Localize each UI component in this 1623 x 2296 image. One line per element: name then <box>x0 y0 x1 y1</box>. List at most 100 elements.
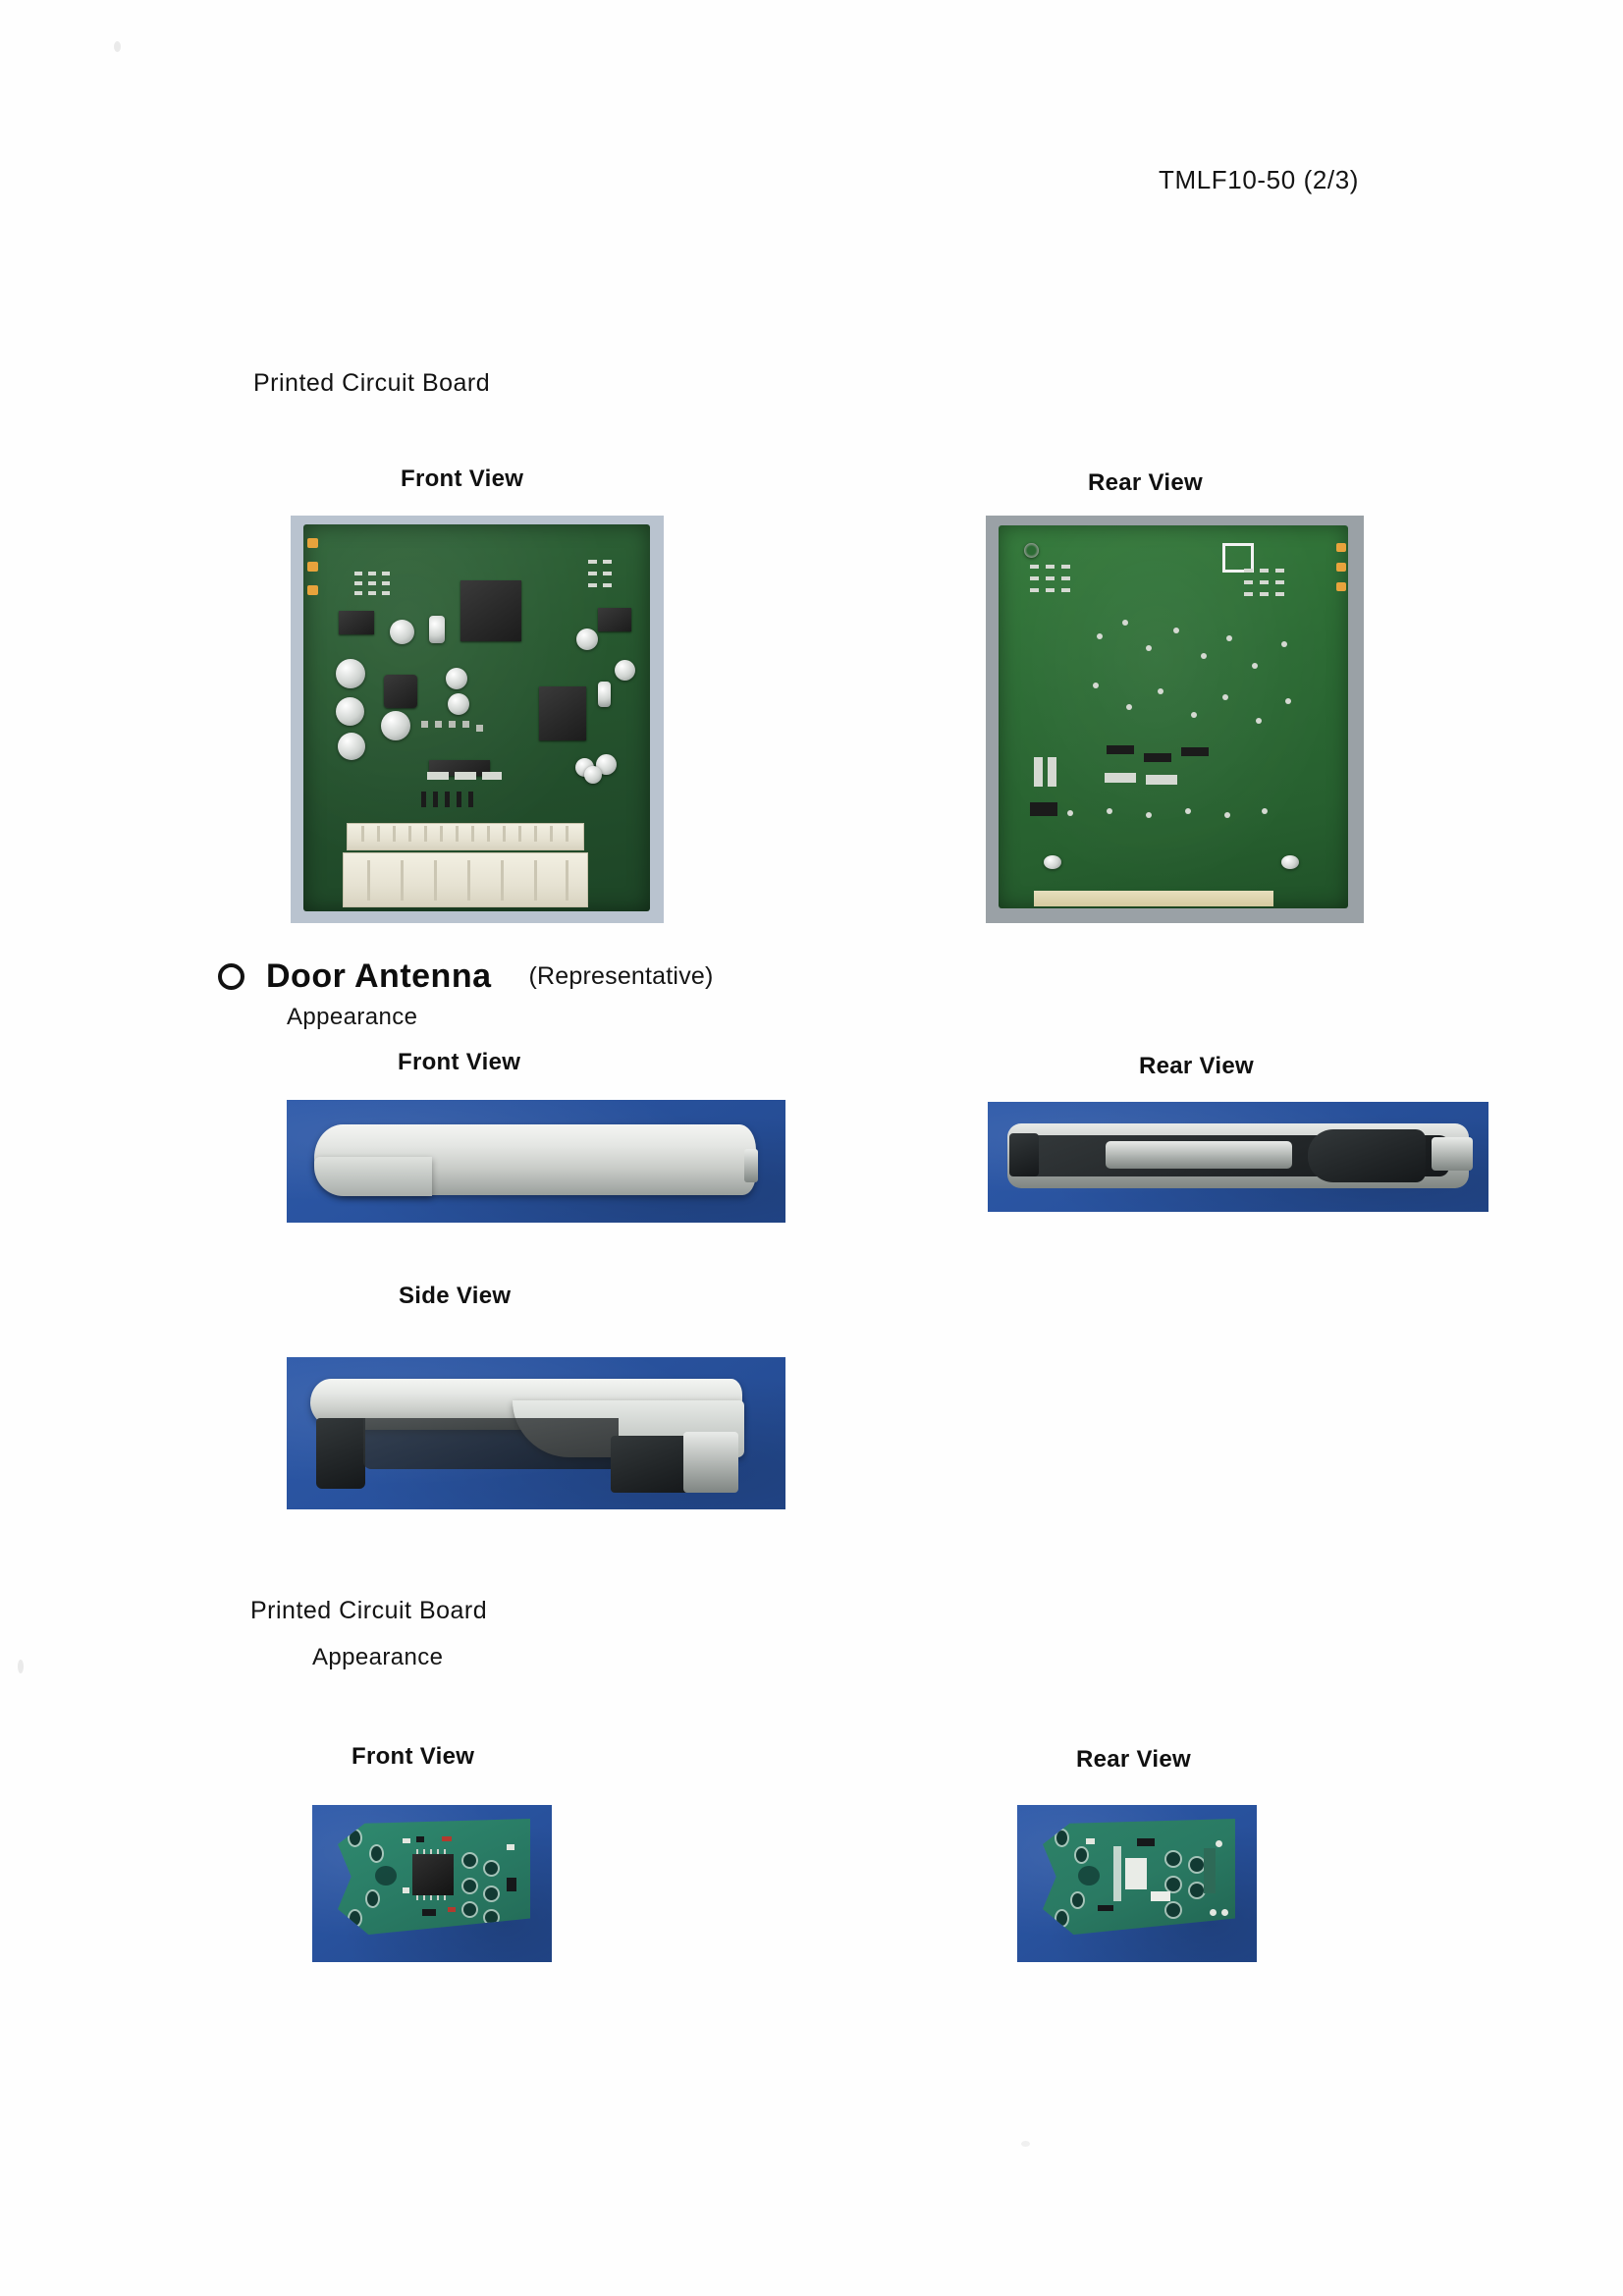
mounting-hole <box>350 1911 360 1926</box>
solder-joint <box>1226 634 1233 641</box>
via-pad <box>485 1862 498 1875</box>
solder-joint <box>1173 627 1180 633</box>
smd-component <box>367 591 376 596</box>
smd-component <box>467 792 473 808</box>
smd-component <box>1061 564 1071 569</box>
ic-chip <box>538 686 586 741</box>
capacitor <box>380 711 410 741</box>
handle-mount-bracket-right <box>1432 1137 1473 1171</box>
solder-joint <box>1126 703 1133 710</box>
smd-component <box>1061 587 1071 592</box>
mounting-hole <box>1056 1831 1067 1845</box>
smd-component <box>1034 756 1044 787</box>
mounting-hole <box>1056 1911 1067 1926</box>
capacitor <box>337 733 365 761</box>
via-pad <box>1166 1878 1180 1891</box>
ic-chip <box>338 611 374 635</box>
handle-grip-bar <box>1106 1141 1292 1169</box>
smd-component <box>602 583 612 588</box>
via-pad <box>463 1854 476 1867</box>
smd-component <box>1030 564 1040 569</box>
smd-component <box>420 721 428 729</box>
smd-component <box>1061 575 1071 580</box>
smd-component <box>587 572 597 576</box>
smd-component <box>1146 774 1178 785</box>
section-qualifier: (Representative) <box>528 962 714 990</box>
board-connector-lower <box>342 852 588 908</box>
view-label-antenna-pcb-rear: Rear View <box>1076 1746 1191 1773</box>
ferrite-pad <box>1078 1866 1100 1886</box>
solder-joint <box>1067 809 1074 816</box>
solder-joint <box>1093 682 1100 688</box>
smd-component <box>475 725 483 733</box>
capacitor <box>445 668 467 690</box>
solder-joint <box>1256 717 1263 724</box>
view-label-handle-rear: Rear View <box>1139 1053 1254 1079</box>
scan-speck <box>1021 2141 1030 2147</box>
via-pad <box>1190 1858 1204 1872</box>
smd-component <box>1098 1905 1113 1911</box>
smd-component <box>507 1878 516 1891</box>
edge-connector-strip <box>1034 891 1274 907</box>
smd-component <box>353 581 362 586</box>
smd-component <box>381 572 390 576</box>
smd-component <box>444 792 450 808</box>
solder-joint <box>1252 662 1259 669</box>
ic-chip <box>383 675 417 709</box>
smd-component <box>1275 591 1285 596</box>
smd-component <box>481 772 502 781</box>
smd-component <box>1260 591 1270 596</box>
solder-joint <box>1285 697 1292 704</box>
handle-mount-bracket-left <box>1009 1133 1039 1176</box>
smd-component <box>426 772 449 781</box>
section-heading-door-antenna: Door Antenna (Representative) <box>218 957 714 996</box>
smd-component <box>353 572 362 576</box>
capacitor <box>447 693 469 716</box>
ic-chip <box>412 1849 454 1900</box>
solder-pad <box>306 585 318 596</box>
smd-component <box>1030 575 1040 580</box>
section-title-door-antenna: Door Antenna <box>266 957 492 995</box>
handle-side-bracket <box>683 1432 738 1493</box>
smd-component <box>1244 568 1254 573</box>
smd-component <box>461 721 469 729</box>
smd-component <box>1260 568 1270 573</box>
smd-component <box>1275 579 1285 584</box>
solder-joint <box>1107 807 1113 814</box>
capacitor <box>335 659 365 689</box>
smd-component <box>422 1909 436 1916</box>
mounting-hole <box>1024 542 1040 558</box>
via-pad <box>485 1911 498 1924</box>
smd-component <box>381 591 390 596</box>
smd-component <box>1204 1848 1216 1893</box>
solder-pad <box>1336 542 1347 552</box>
smd-component <box>367 581 376 586</box>
mounting-screw <box>1044 855 1062 870</box>
pcb-front-photo <box>291 516 664 923</box>
view-label-handle-side: Side View <box>399 1283 512 1309</box>
smd-component <box>420 792 426 808</box>
via-pad <box>1166 1903 1180 1917</box>
view-label-pcb-rear: Rear View <box>1088 469 1203 496</box>
ic-chip <box>460 580 521 642</box>
handle-side-post-left <box>316 1418 365 1489</box>
pcb-board-front <box>302 524 650 912</box>
handle-side-shadow <box>363 1418 619 1469</box>
mounting-hole <box>1076 1848 1087 1862</box>
mounting-screw <box>1281 855 1300 870</box>
via-pad <box>485 1887 498 1900</box>
solder-joint <box>1146 811 1153 818</box>
handle-rear-photo <box>988 1102 1488 1212</box>
solder-joint <box>1191 711 1198 718</box>
component-outline-marker <box>1222 542 1255 573</box>
smd-component <box>456 792 461 808</box>
smd-component <box>602 572 612 576</box>
solder-trace <box>1113 1846 1121 1901</box>
solder-joint <box>1146 644 1153 651</box>
mounting-hole <box>371 1846 382 1861</box>
smd-component <box>1244 591 1254 596</box>
antenna-pcb-front-photo <box>312 1805 552 1962</box>
smd-component <box>448 1907 456 1912</box>
solder-joint <box>1210 1909 1217 1916</box>
solder-joint <box>1224 811 1231 818</box>
